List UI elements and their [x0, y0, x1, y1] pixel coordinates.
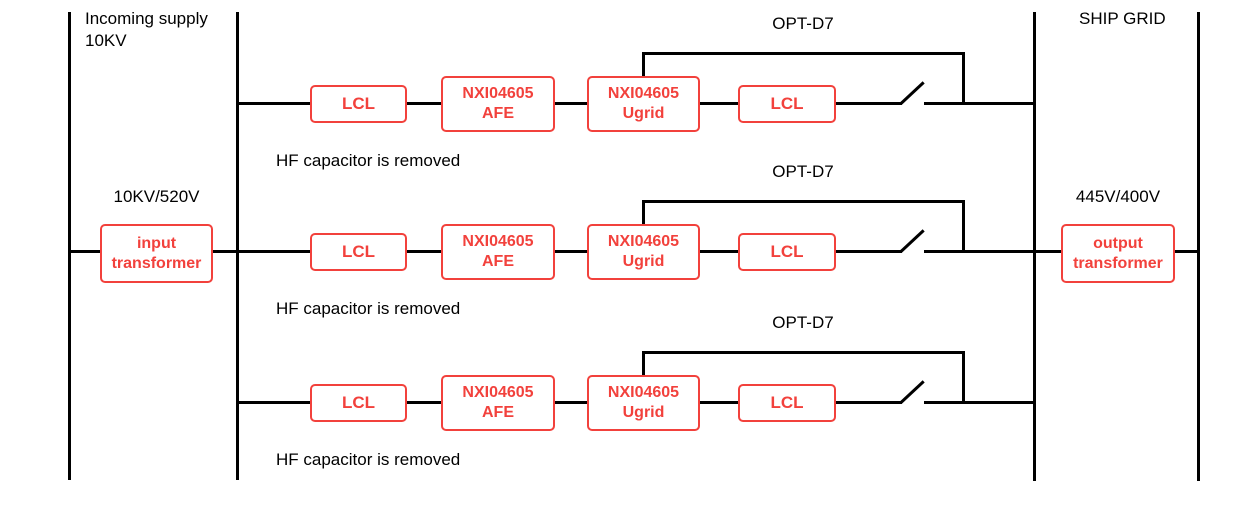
input-transformer-box: input transformer [100, 224, 213, 283]
lcl-input-filter-box: LCL [310, 233, 407, 271]
input-transformer-ratio: 10KV/520V [113, 187, 200, 206]
opt-link-up [642, 200, 645, 226]
afe-role: AFE [482, 105, 514, 122]
channel-wire-to-busbar [924, 102, 1035, 105]
ugrid-role: Ugrid [622, 404, 665, 421]
output-transformer-line1: output [1093, 234, 1143, 252]
channel-wire-to-busbar [924, 250, 1035, 253]
channel-wire [237, 401, 902, 404]
opt-link-up [642, 52, 645, 78]
incoming-supply-line1: Incoming supply [85, 9, 208, 28]
afe-role: AFE [482, 404, 514, 421]
lv-distribution-busbar [236, 12, 239, 480]
ship-grid-busbar [1197, 12, 1200, 481]
breaker-switch-blade [899, 81, 925, 105]
incoming-supply-busbar [68, 12, 71, 480]
opt-link-drop [962, 52, 965, 105]
hf-capacitor-note: HF capacitor is removed [276, 450, 461, 469]
afe-drive-box: NXI04605 AFE [441, 375, 555, 431]
output-transformer-ratio: 445V/400V [1075, 187, 1161, 206]
channel-wire [237, 102, 902, 105]
opt-link-up [642, 351, 645, 377]
afe-role: AFE [482, 253, 514, 270]
opt-link-drop [962, 200, 965, 253]
lcl-input-filter-box: LCL [310, 384, 407, 422]
ugrid-role: Ugrid [622, 253, 665, 270]
ugrid-model: NXI04605 [607, 384, 680, 401]
hf-capacitor-note: HF capacitor is removed [276, 299, 461, 318]
ugrid-drive-box: NXI04605 Ugrid [587, 76, 700, 132]
afe-drive-box: NXI04605 AFE [441, 76, 555, 132]
channel-wire-to-busbar [924, 401, 1035, 404]
ship-grid-label: SHIP GRID [1079, 9, 1166, 28]
lcl-output-filter-box: LCL [738, 233, 836, 271]
output-transformer-line2: transformer [1073, 254, 1163, 272]
opt-d7-label: OPT-D7 [772, 14, 834, 33]
afe-model: NXI04605 [462, 85, 534, 102]
channel-wire [237, 250, 902, 253]
afe-model: NXI04605 [462, 233, 534, 250]
breaker-switch-blade [899, 380, 925, 404]
output-transformer-box: output transformer [1061, 224, 1175, 283]
opt-link-horizontal [642, 351, 965, 354]
lcl-output-filter-box: LCL [738, 384, 836, 422]
ugrid-model: NXI04605 [607, 233, 680, 250]
breaker-switch-blade [899, 229, 925, 253]
ugrid-role: Ugrid [622, 105, 665, 122]
lcl-input-filter-box: LCL [310, 85, 407, 123]
incoming-supply-label: Incoming supply 10KV [85, 8, 208, 52]
input-transformer-line1: input [136, 234, 177, 252]
output-collection-busbar [1033, 12, 1036, 481]
opt-link-horizontal [642, 200, 965, 203]
ugrid-drive-box: NXI04605 Ugrid [587, 375, 700, 431]
afe-drive-box: NXI04605 AFE [441, 224, 555, 280]
ugrid-drive-box: NXI04605 Ugrid [587, 224, 700, 280]
opt-d7-label: OPT-D7 [772, 162, 834, 181]
opt-d7-label: OPT-D7 [772, 313, 834, 332]
opt-link-horizontal [642, 52, 965, 55]
input-transformer-line2: transformer [111, 254, 202, 272]
ugrid-model: NXI04605 [607, 85, 680, 102]
hf-capacitor-note: HF capacitor is removed [276, 151, 461, 170]
afe-model: NXI04605 [462, 384, 534, 401]
incoming-supply-line2: 10KV [85, 31, 127, 50]
opt-link-drop [962, 351, 965, 404]
lcl-output-filter-box: LCL [738, 85, 836, 123]
